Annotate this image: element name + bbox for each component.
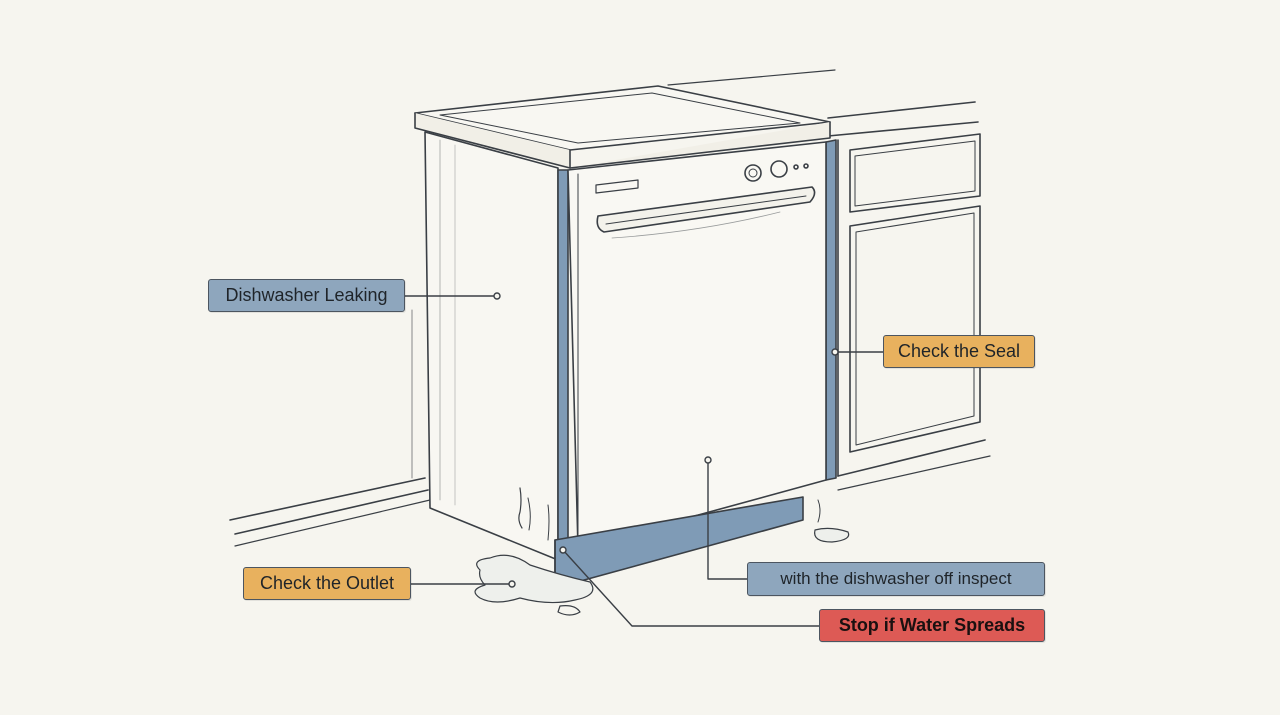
leader-outlet-dot xyxy=(508,580,516,588)
control-panel xyxy=(595,160,809,194)
leader-stop xyxy=(562,549,820,627)
callout-inspect: with the dishwasher off inspect xyxy=(747,562,1045,596)
right-cabinets xyxy=(667,69,991,491)
leader-leaking-dot xyxy=(493,292,501,300)
leader-inspect-dot xyxy=(704,456,712,464)
door-handle xyxy=(596,186,816,239)
leader-seal-dot xyxy=(831,348,839,356)
countertop xyxy=(414,85,831,169)
leader-stop-dot xyxy=(559,546,567,554)
callout-stop-water: Stop if Water Spreads xyxy=(819,609,1045,642)
wall-baseboard xyxy=(229,309,431,547)
callout-dishwasher-leaking: Dishwasher Leaking xyxy=(208,279,405,312)
seal-strips xyxy=(557,139,837,561)
dishwasher-side-panel xyxy=(424,131,559,561)
water-leak xyxy=(474,487,850,616)
leader-lines xyxy=(404,292,884,627)
callout-check-outlet: Check the Outlet xyxy=(243,567,411,600)
leader-inspect xyxy=(707,459,748,580)
dishwasher-door xyxy=(567,141,827,549)
callout-check-seal: Check the Seal xyxy=(883,335,1035,368)
